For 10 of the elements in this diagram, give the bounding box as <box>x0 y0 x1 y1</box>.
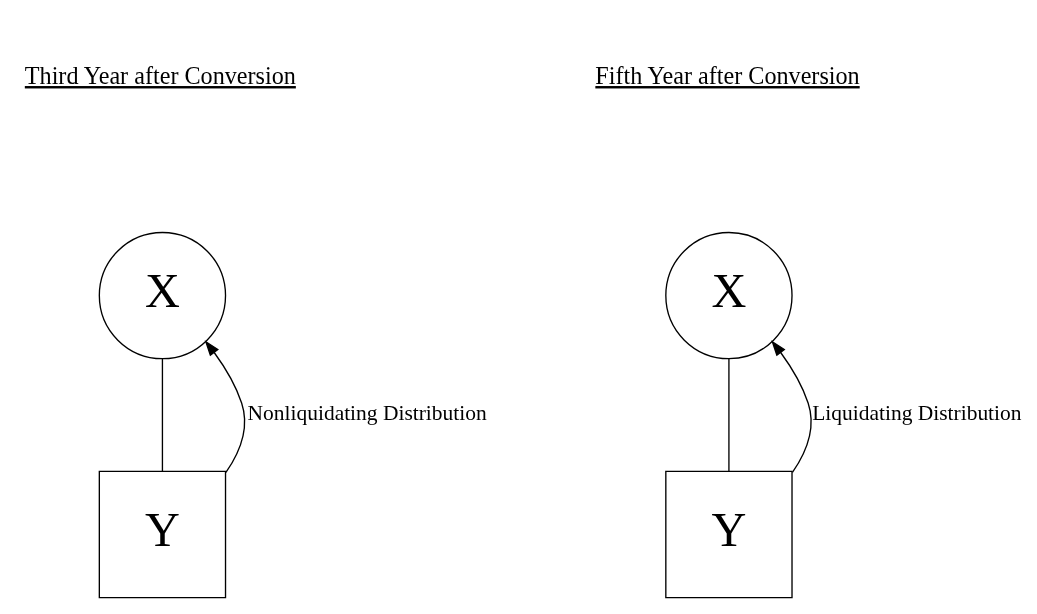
node-box: Y <box>665 470 793 599</box>
label: Fifth Year after Conversion <box>595 62 860 90</box>
arrow <box>771 340 812 474</box>
arrow <box>204 340 246 474</box>
connector <box>728 358 730 472</box>
edge-label: Liquidating Distribution <box>812 401 1022 426</box>
label: Third Year after Conversion <box>24 62 296 90</box>
edge-label: Nonliquidating Distribution <box>247 401 487 426</box>
node-box: Y <box>98 470 227 599</box>
connector <box>161 358 164 472</box>
